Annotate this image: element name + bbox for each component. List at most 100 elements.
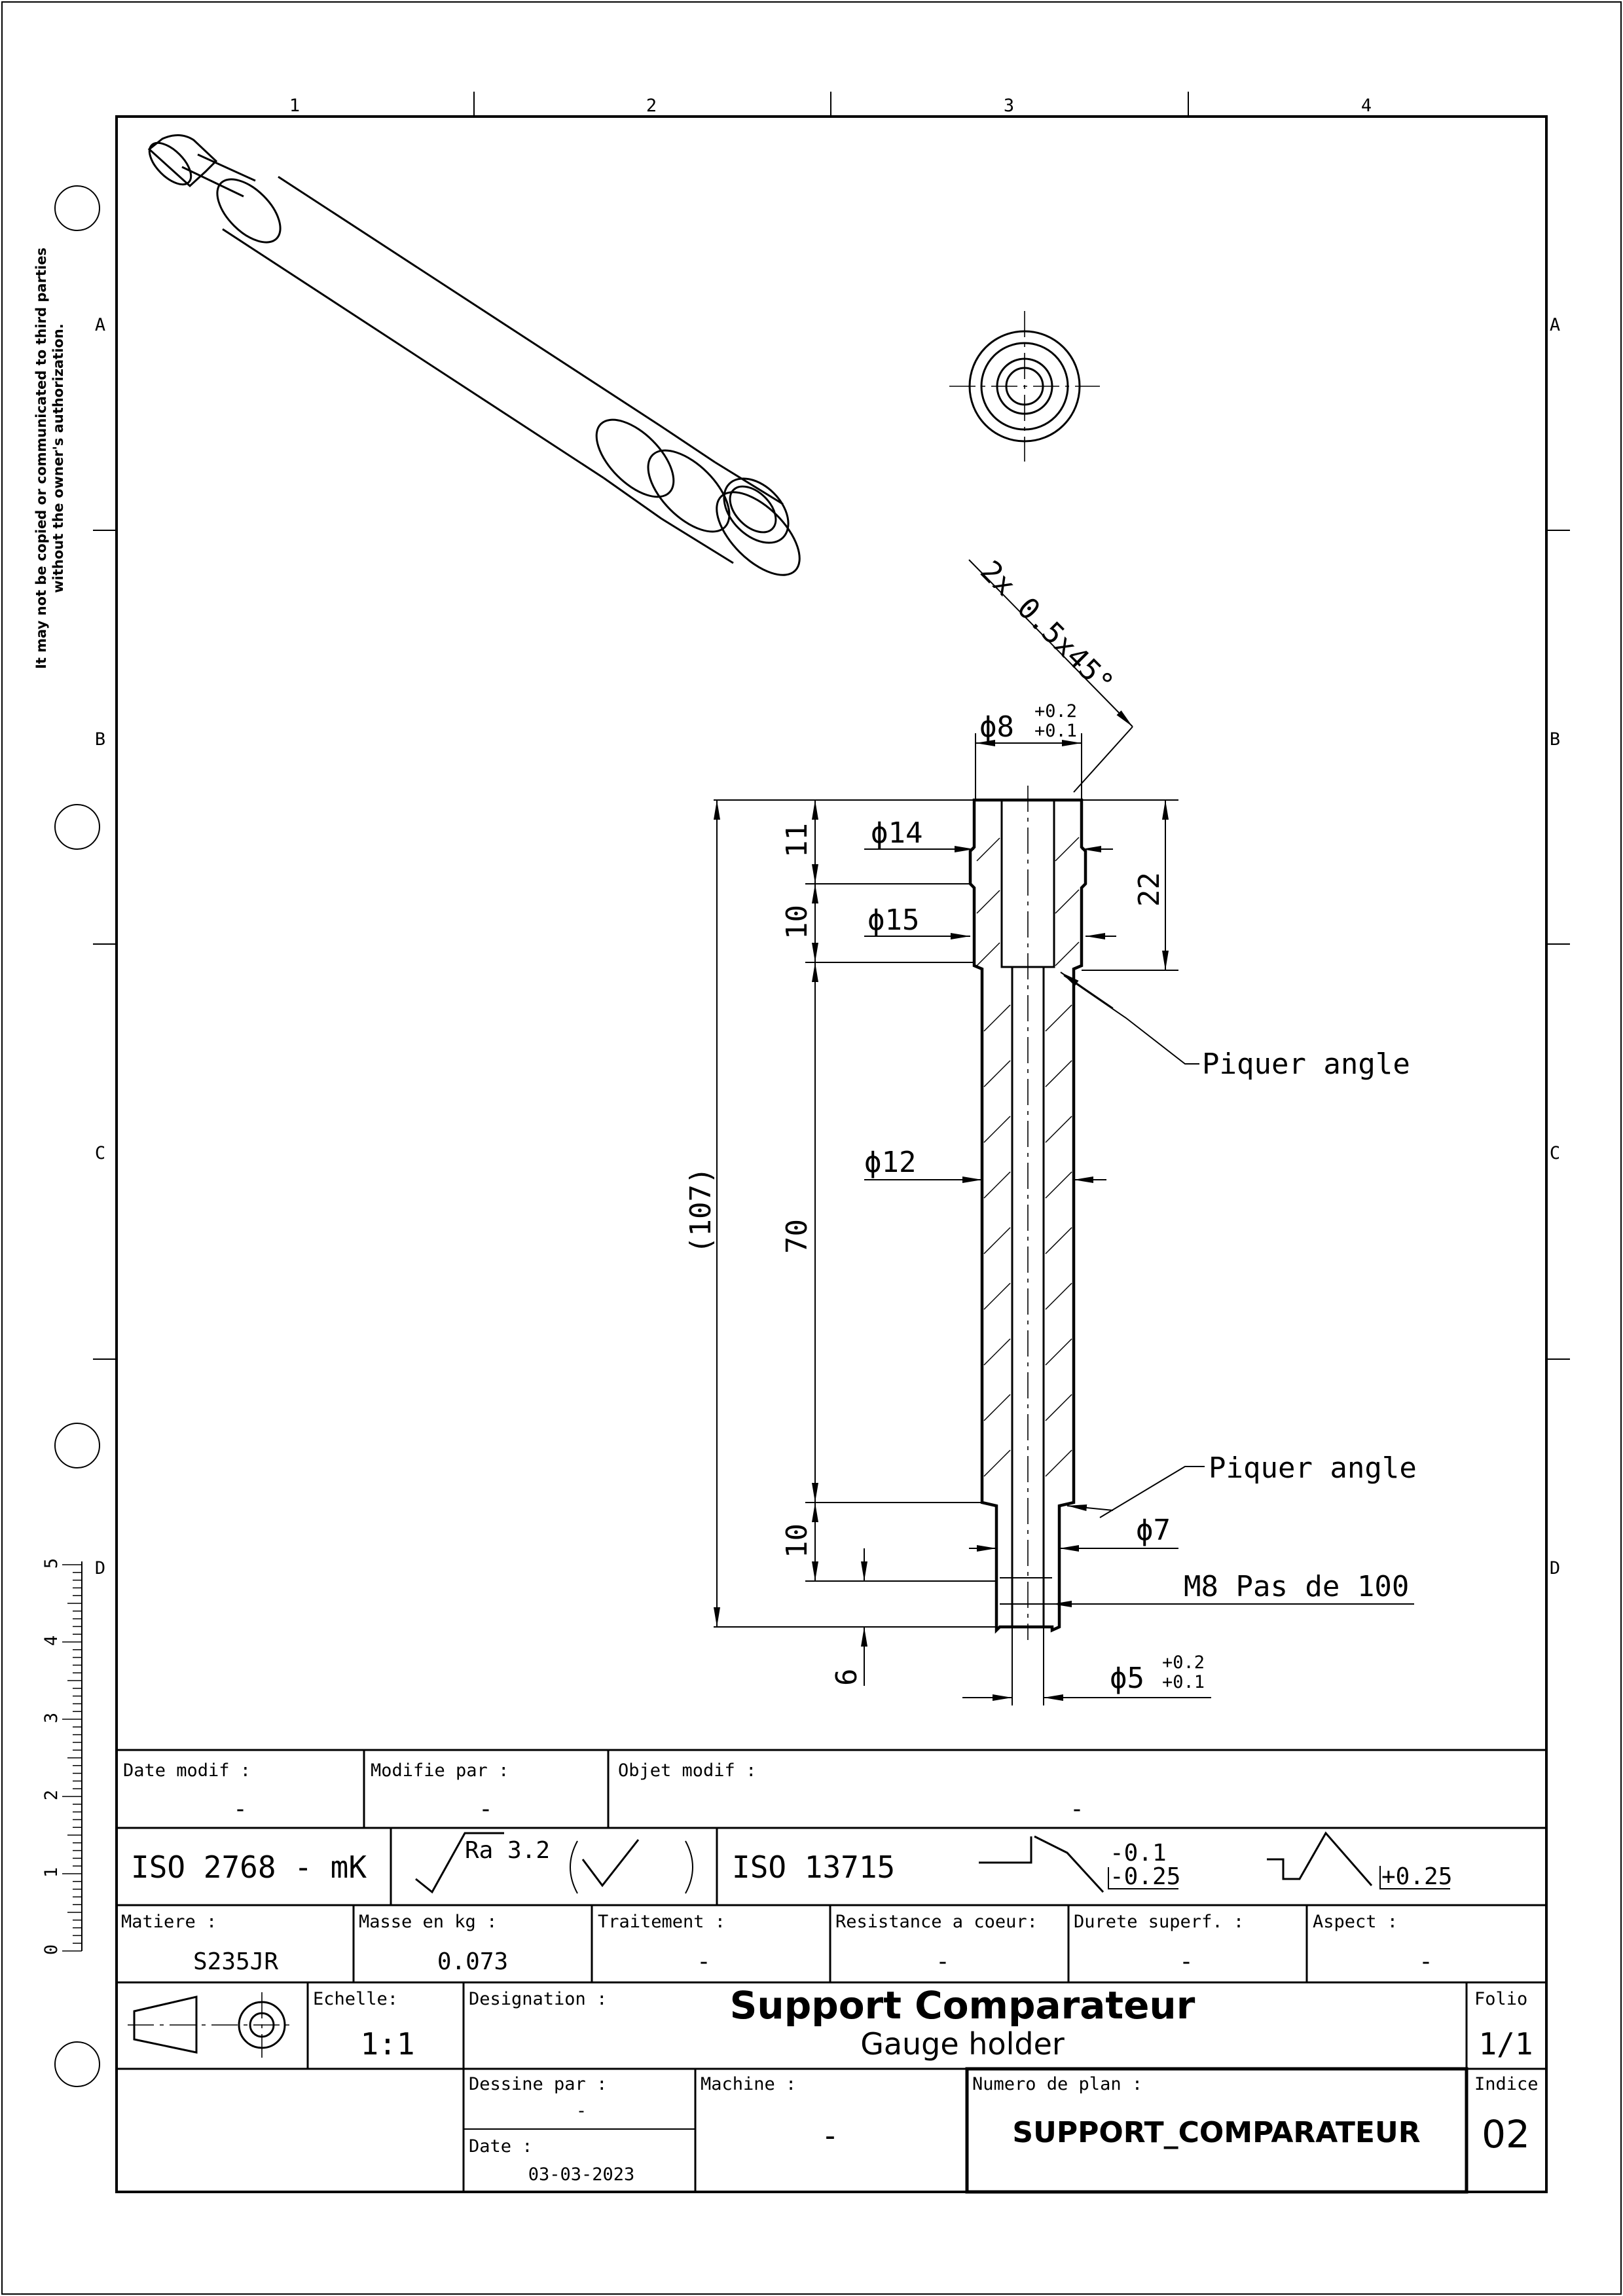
dim-11: 11 [780, 823, 814, 858]
isometric-view [147, 134, 801, 576]
machine-value: - [821, 2118, 839, 2153]
hatch-line [983, 1338, 1011, 1366]
scale-ruler: 0 1 2 3 4 5 [41, 1558, 82, 1955]
folio-label: Folio [1474, 1989, 1527, 2009]
dim-107: (107) [684, 1167, 718, 1254]
dessine-value: - [576, 2101, 587, 2121]
leader-note-2 [1099, 1466, 1205, 1518]
notice-line-2: without the owner's authorization. [50, 323, 66, 593]
objet-modif-label: Objet modif : [618, 1760, 756, 1781]
aspect-value: - [1419, 1948, 1433, 1975]
zone-row-label: A [1550, 315, 1560, 335]
leader-chamfer-tail [1073, 726, 1133, 793]
hatch-line [983, 1449, 1011, 1477]
indice-label: Indice [1474, 2074, 1539, 2094]
edge-external-symbol [979, 1835, 1104, 1893]
iso-bore-inner [729, 485, 777, 534]
zone-col-label: 2 [646, 96, 657, 116]
iso-edges-standard: ISO 13715 [732, 1850, 895, 1885]
leader-note-2-arrow [1067, 1504, 1114, 1511]
iso-tip-end [147, 134, 218, 188]
resistance-label: Resistance a coeur: [835, 1912, 1038, 1932]
hatch-line [983, 1227, 1011, 1254]
zone-row-label: C [1550, 1143, 1560, 1163]
iso-bore-outer [723, 477, 790, 544]
copyright-notice: It may not be copied or communicated to … [33, 247, 66, 669]
zone-row-label: C [95, 1143, 105, 1163]
iso-tip-face [148, 141, 192, 186]
dim-d7: ϕ7 [1136, 1514, 1171, 1547]
hatch-line [1045, 1004, 1072, 1032]
dim-d8: ϕ8 [979, 710, 1014, 744]
dim-d5-tol-lower: +0.1 [1162, 1672, 1205, 1692]
dim-6: 6 [830, 1669, 864, 1686]
ruler-label: 3 [41, 1713, 62, 1723]
dim-thread: M8 Pas de 100 [1184, 1570, 1409, 1603]
zone-grid: 1 2 3 4 A B C D A B C D [93, 92, 1570, 1578]
ruler-label: 2 [41, 1790, 62, 1800]
hatch-line [983, 1394, 1011, 1421]
hatching-right [1045, 837, 1080, 1477]
date-label: Date : [469, 2136, 533, 2157]
hatch-line [1045, 1394, 1072, 1421]
dim-chamfer: 2x 0.5x45° [974, 555, 1120, 701]
iso-body-end [216, 178, 282, 244]
roughness-paren-left [570, 1840, 578, 1894]
hatch-line [1045, 1338, 1072, 1366]
hatch-line [1055, 941, 1080, 966]
hatch-line [983, 1171, 1011, 1199]
thread-lines [1000, 1577, 1052, 1605]
iso-neck [181, 153, 256, 198]
masse-label: Masse en kg : [359, 1912, 497, 1932]
leader-chamfer [968, 559, 1133, 727]
dim-10b: 10 [780, 1523, 814, 1558]
echelle-value: 1:1 [360, 2026, 414, 2062]
binder-hole [54, 2041, 100, 2087]
title-block: Date modif : - Modifie par : - Objet mod… [117, 1749, 1546, 2194]
dim-d5-tol-upper: +0.2 [1162, 1652, 1205, 1673]
zone-row-label: A [95, 315, 105, 335]
ruler-label: 0 [41, 1944, 62, 1955]
roughness-symbol-2 [581, 1839, 640, 1887]
dim-70: 70 [780, 1219, 814, 1254]
hatch-line [1045, 1116, 1072, 1143]
modifie-par-value: - [479, 1796, 493, 1823]
plan-number-box [965, 2067, 1468, 2194]
dim-d12: ϕ12 [864, 1146, 916, 1179]
leader-note-1-arrow [1060, 972, 1114, 1009]
edge-ext-lower: -0.25 [1110, 1863, 1180, 1890]
hatch-line [1045, 1060, 1072, 1087]
hatch-line [983, 1060, 1011, 1087]
roughness-symbol [415, 1832, 504, 1894]
machine-label: Machine : [701, 2074, 796, 2094]
objet-modif-value: - [1070, 1796, 1084, 1823]
hatch-line [983, 1116, 1011, 1143]
traitement-label: Traitement : [598, 1912, 725, 1932]
projection-circle-outer [238, 2001, 286, 2049]
hatch-line [976, 837, 1000, 862]
date-value: 03-03-2023 [528, 2164, 635, 2185]
zone-row-label: D [1550, 1558, 1560, 1578]
dessine-label: Dessine par : [469, 2074, 607, 2094]
hatching-left [976, 837, 1011, 1477]
binder-hole [54, 185, 100, 231]
zone-col-label: 4 [1361, 96, 1372, 116]
matiere-label: Matiere : [121, 1912, 217, 1932]
drawing-title: Support Comparateur [730, 1983, 1195, 2028]
note-piquer-angle-2: Piquer angle [1209, 1451, 1417, 1485]
zone-row-label: B [95, 729, 105, 750]
zone-row-label: B [1550, 729, 1560, 750]
zone-row-label: D [95, 1558, 105, 1578]
zone-col-label: 3 [1004, 96, 1014, 116]
aspect-label: Aspect : [1313, 1912, 1398, 1932]
plan-number: SUPPORT_COMPARATEUR [1012, 2116, 1420, 2149]
end-view [949, 311, 1100, 462]
iso-collar-edge [647, 449, 731, 533]
hatch-line [1055, 837, 1080, 862]
edge-int-bracket [1379, 1866, 1450, 1889]
binder-hole [54, 804, 100, 850]
durete-value: - [1179, 1948, 1194, 1975]
hatch-line [1045, 1283, 1072, 1310]
matiere-value: S235JR [193, 1948, 278, 1975]
